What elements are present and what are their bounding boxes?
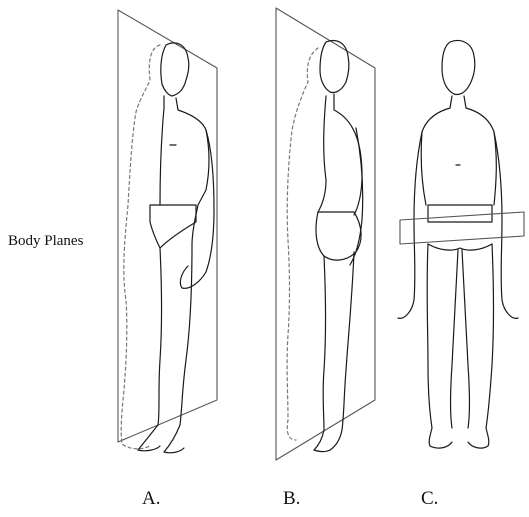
right-arm-c <box>494 132 518 318</box>
panel-a-drawing <box>118 10 217 453</box>
panel-label-b: B. <box>283 488 300 510</box>
figure-title: Body Planes <box>8 233 83 250</box>
torso-c <box>421 96 496 205</box>
hidden-half-outline-a <box>121 45 160 449</box>
transverse-plane <box>400 212 524 244</box>
arm-b <box>350 128 363 265</box>
legs-b <box>314 252 354 450</box>
feet-b <box>314 450 330 452</box>
legs-c <box>427 244 493 446</box>
head-a <box>161 43 189 96</box>
left-arm-c <box>398 132 422 318</box>
briefs-a <box>150 205 196 248</box>
head-b <box>320 41 349 93</box>
panel-c-drawing <box>398 41 524 449</box>
torso-right-a <box>176 98 209 245</box>
panel-label-a: A. <box>142 488 160 510</box>
legs-a <box>138 245 192 452</box>
feet-a <box>138 446 184 453</box>
panel-b-drawing <box>276 8 375 460</box>
torso-b <box>318 94 362 215</box>
head-c <box>442 41 475 95</box>
hidden-half-outline-b <box>287 48 318 440</box>
feet-c <box>430 442 488 448</box>
midline-a <box>160 96 164 205</box>
panel-label-c: C. <box>421 488 438 510</box>
sagittal-plane <box>118 10 217 442</box>
briefs-c <box>428 205 492 250</box>
